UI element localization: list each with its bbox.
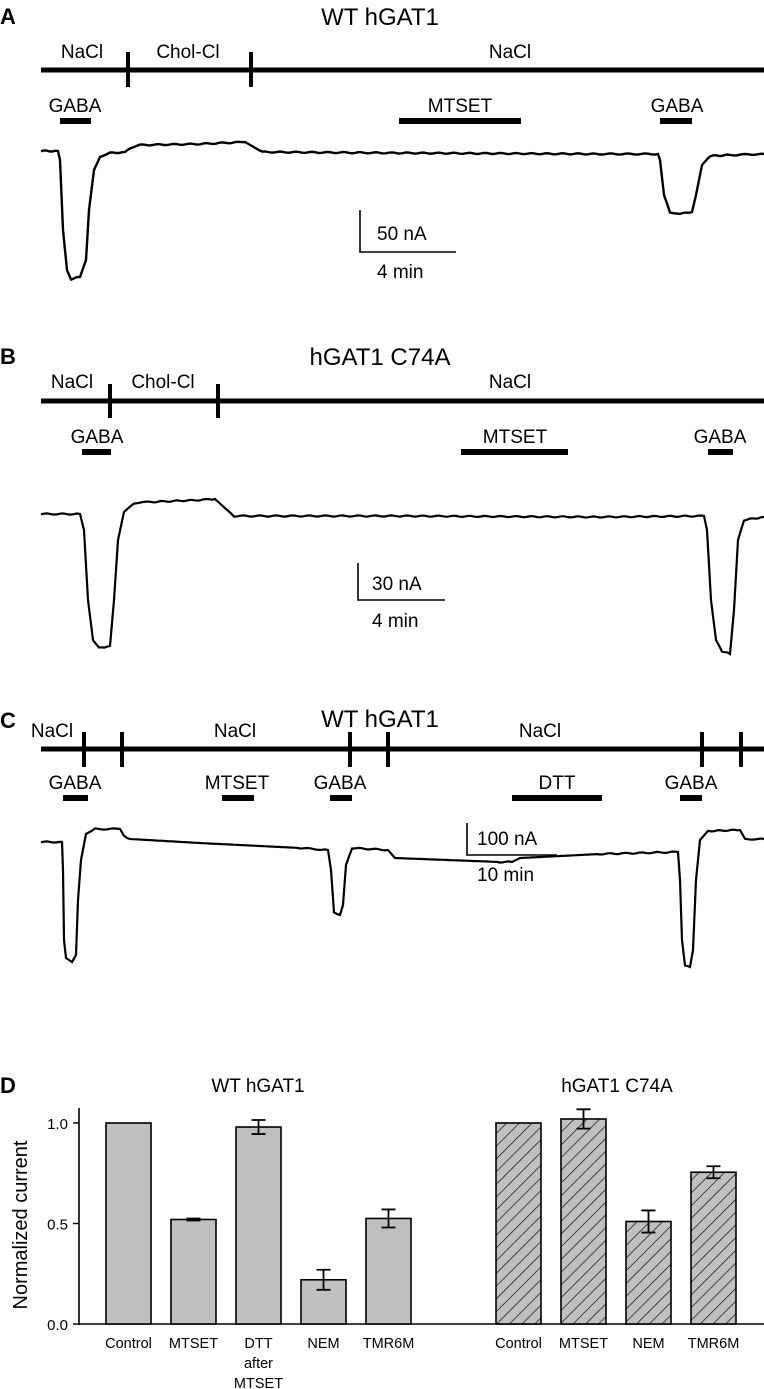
scale-bar bbox=[359, 210, 456, 253]
panel-d: D WT hGAT1 hGAT1 C74A Normalized current… bbox=[0, 1073, 764, 1389]
application-label: GABA bbox=[694, 427, 747, 448]
error-bar bbox=[576, 1108, 591, 1130]
bar bbox=[495, 1122, 542, 1325]
current-trace bbox=[40, 827, 764, 969]
x-tick-label: TMR6M bbox=[363, 1336, 415, 1352]
application-label: GABA bbox=[665, 773, 718, 794]
scale-bar bbox=[466, 823, 557, 856]
x-tick-label: DTT bbox=[244, 1336, 272, 1352]
x-tick-label: Control bbox=[105, 1336, 152, 1352]
scale-current-label: 100 nA bbox=[477, 829, 538, 850]
scale-time-label: 4 min bbox=[377, 262, 423, 283]
x-tick-label: NEM bbox=[632, 1336, 664, 1352]
current-trace bbox=[40, 497, 764, 656]
bar bbox=[170, 1218, 217, 1325]
panel-title: hGAT1 C74A bbox=[310, 344, 451, 371]
bar bbox=[690, 1171, 737, 1325]
solution-change-ticks bbox=[82, 732, 743, 767]
bar bbox=[105, 1122, 152, 1325]
panel-a: A WT hGAT1 NaCl Chol-Cl NaCl GABA MTSET … bbox=[0, 4, 764, 283]
solution-label: NaCl bbox=[61, 42, 103, 63]
scale-current-label: 50 nA bbox=[377, 224, 427, 245]
x-tick-label: TMR6M bbox=[688, 1336, 740, 1352]
error-bar bbox=[381, 1208, 396, 1229]
x-tick-label: MTSET bbox=[169, 1336, 218, 1352]
application-label: GABA bbox=[71, 427, 124, 448]
panel-letter: B bbox=[0, 344, 16, 369]
error-bar bbox=[641, 1209, 656, 1234]
application-label: GABA bbox=[651, 96, 704, 117]
solution-label: NaCl bbox=[51, 372, 93, 393]
y-tick-label: 1.0 bbox=[47, 1116, 68, 1133]
solution-label: NaCl bbox=[214, 721, 256, 742]
application-label: GABA bbox=[49, 773, 102, 794]
current-trace bbox=[40, 140, 764, 282]
y-axis-label: Normalized current bbox=[10, 1140, 32, 1309]
application-label: MTSET bbox=[428, 96, 493, 117]
x-tick-label: after bbox=[244, 1356, 273, 1372]
x-tick-label: Control bbox=[495, 1336, 542, 1352]
panel-b: B hGAT1 C74A NaCl Chol-Cl NaCl GABA MTSE… bbox=[0, 344, 764, 656]
bar bbox=[560, 1118, 607, 1325]
scale-time-label: 4 min bbox=[372, 611, 418, 632]
panel-c: C WT hGAT1 NaCl NaCl NaCl GABA MTSET GAB… bbox=[0, 706, 764, 969]
application-label: GABA bbox=[49, 96, 102, 117]
application-label: MTSET bbox=[205, 773, 270, 794]
scale-bar bbox=[357, 563, 445, 601]
error-bar bbox=[186, 1217, 201, 1222]
error-bar bbox=[251, 1119, 266, 1135]
solution-label: NaCl bbox=[489, 42, 531, 63]
panel-letter: A bbox=[0, 4, 16, 29]
panel-title: WT hGAT1 bbox=[321, 706, 439, 733]
application-label: DTT bbox=[539, 773, 576, 794]
panel-letter: D bbox=[0, 1073, 16, 1098]
error-bar bbox=[706, 1165, 721, 1180]
solution-label: NaCl bbox=[31, 721, 73, 742]
panel-letter: C bbox=[0, 708, 16, 733]
error-bar bbox=[316, 1268, 331, 1291]
y-tick-label: 0.0 bbox=[47, 1317, 68, 1334]
solution-label: NaCl bbox=[519, 721, 561, 742]
scale-current-label: 30 nA bbox=[372, 574, 422, 595]
group-title: WT hGAT1 bbox=[211, 1076, 304, 1097]
application-label: GABA bbox=[314, 773, 367, 794]
x-tick-label: MTSET bbox=[234, 1376, 283, 1389]
x-tick-label: MTSET bbox=[559, 1336, 608, 1352]
solution-label: Chol-Cl bbox=[131, 372, 194, 393]
bar bbox=[625, 1220, 672, 1325]
application-label: MTSET bbox=[483, 427, 548, 448]
bar bbox=[235, 1126, 282, 1325]
y-tick-label: 0.5 bbox=[47, 1217, 68, 1234]
bar bbox=[365, 1217, 412, 1325]
solution-label: Chol-Cl bbox=[156, 42, 219, 63]
panel-title: WT hGAT1 bbox=[321, 4, 439, 31]
group-title: hGAT1 C74A bbox=[561, 1076, 673, 1097]
x-tick-label: NEM bbox=[307, 1336, 339, 1352]
solution-label: NaCl bbox=[489, 372, 531, 393]
scale-time-label: 10 min bbox=[477, 865, 534, 886]
